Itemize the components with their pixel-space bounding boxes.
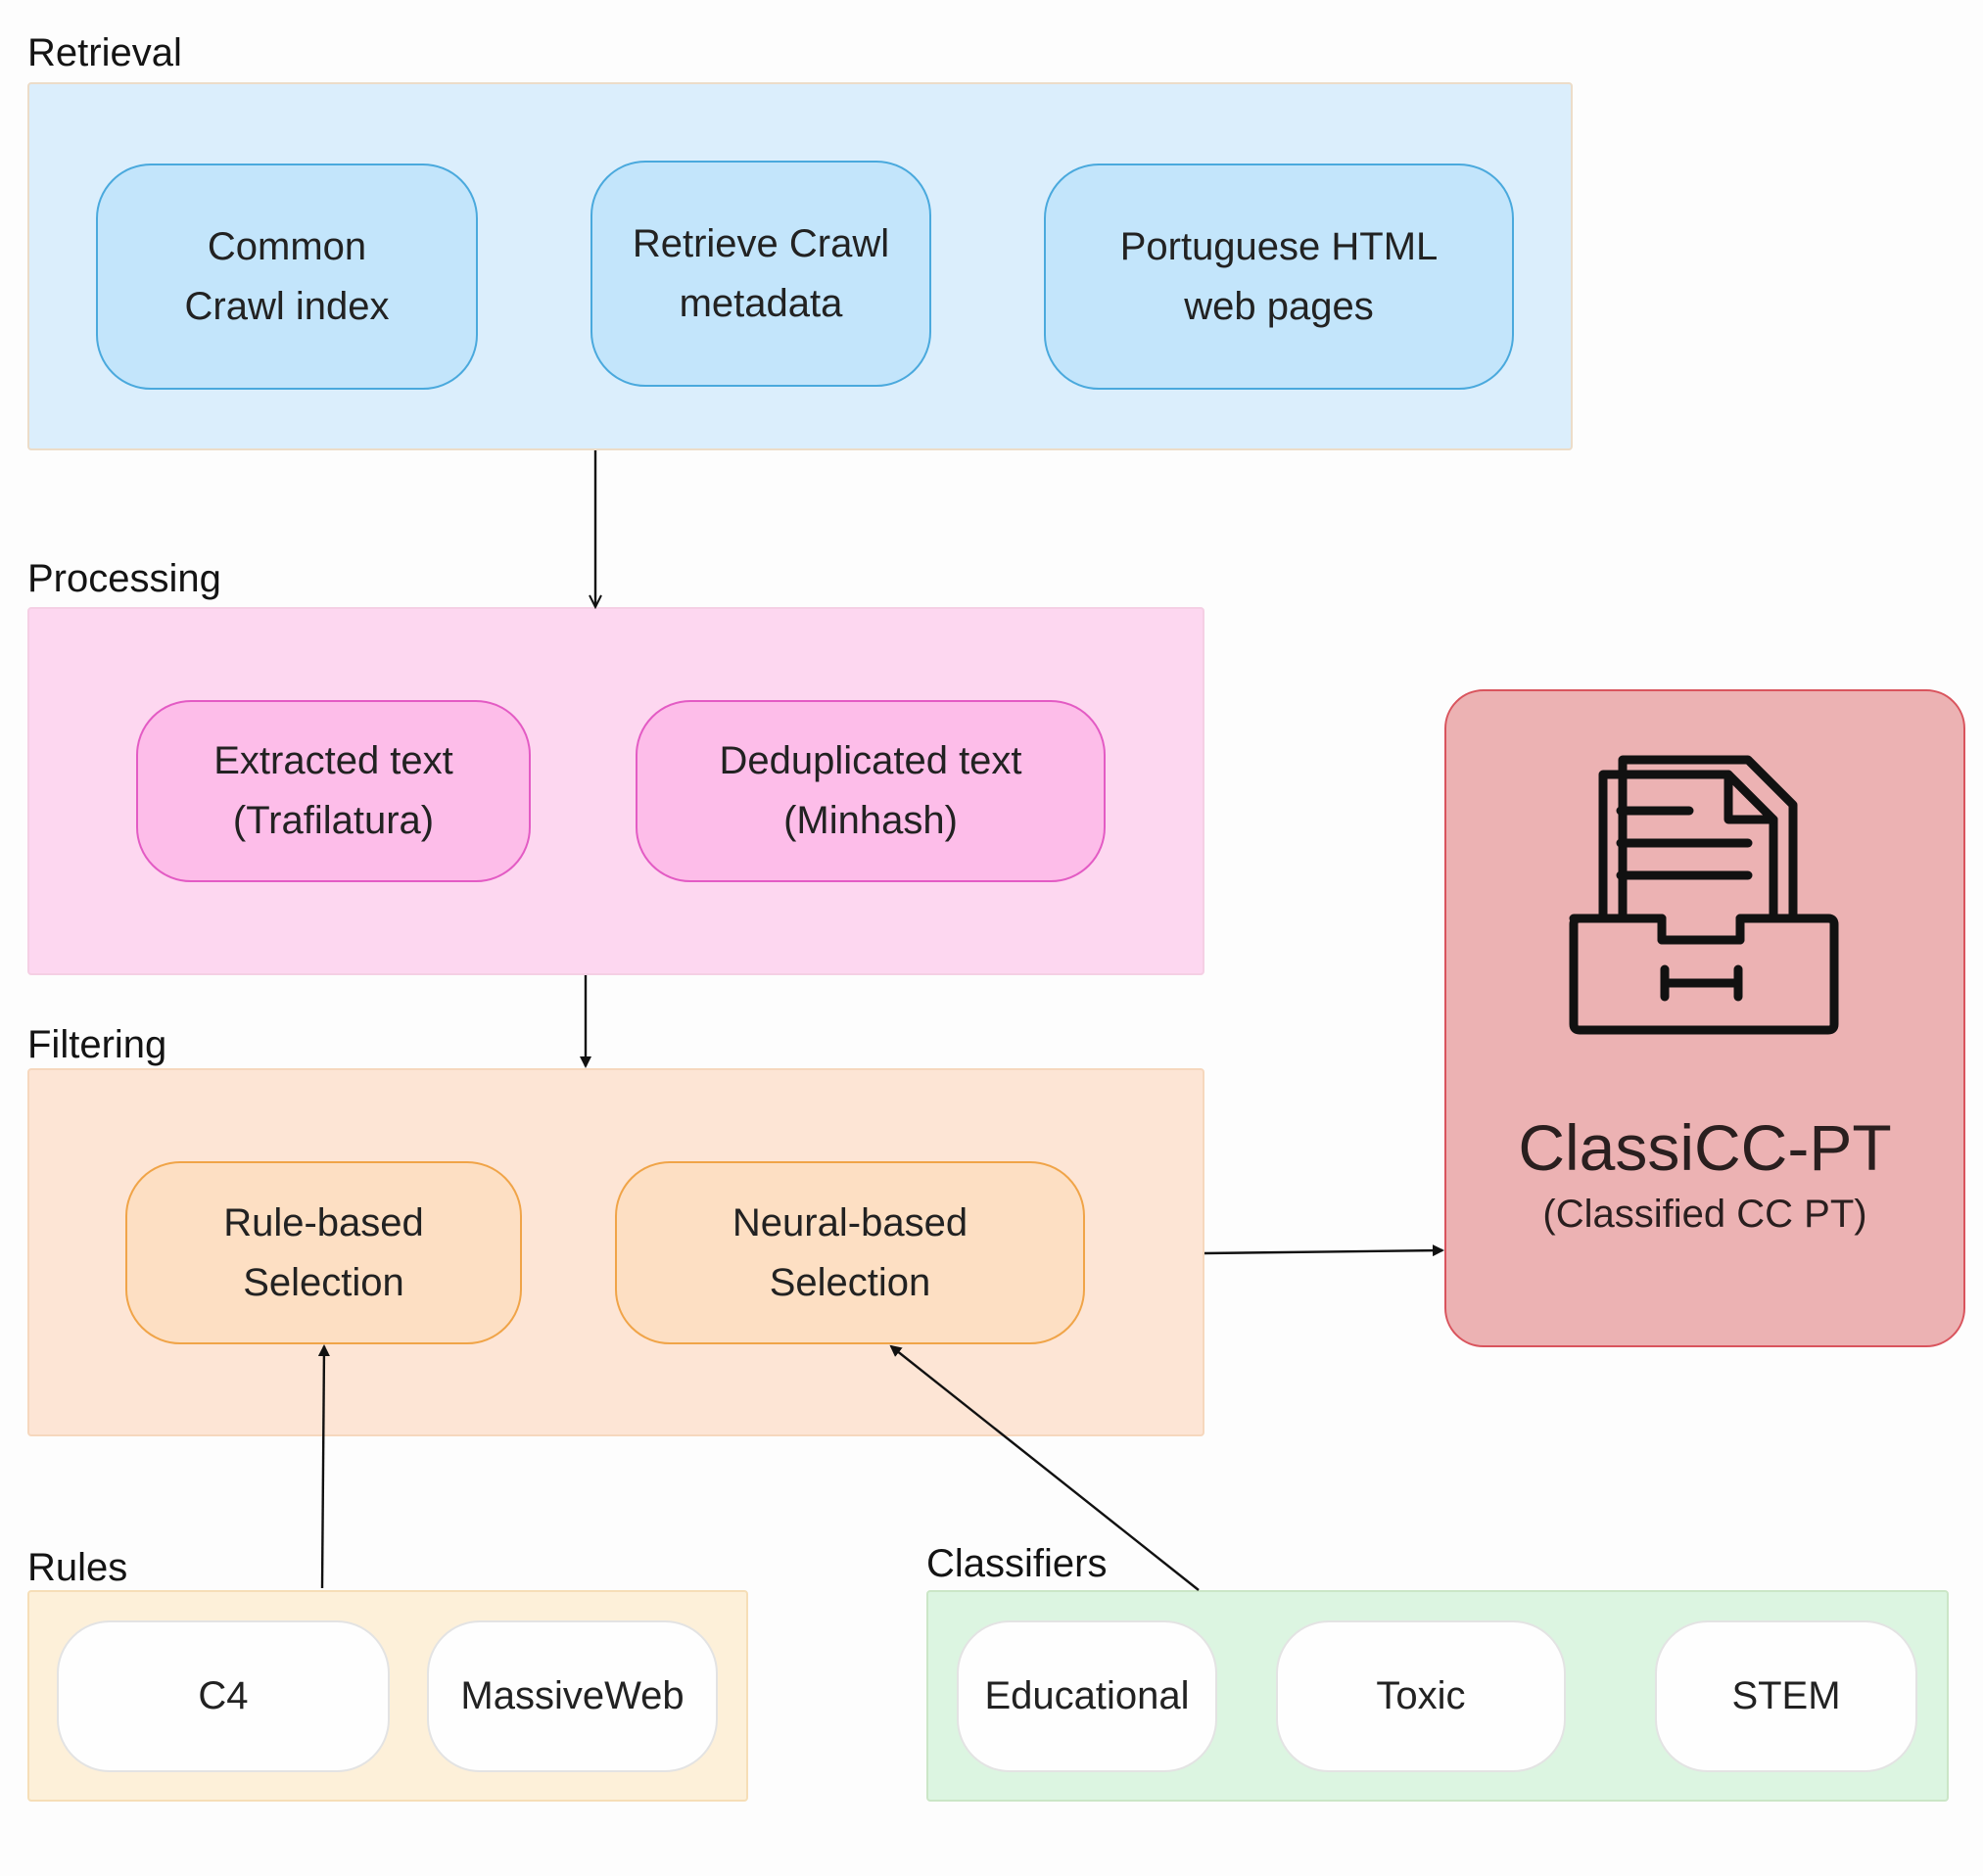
classicc-pt-output: ClassiCC-PT (Classified CC PT) <box>1444 689 1965 1347</box>
neural-based-selection-label: Neural-based Selection <box>732 1200 968 1304</box>
stem-label: STEM <box>1731 1674 1841 1717</box>
filtering-label: Filtering <box>27 1023 167 1066</box>
extracted-text-label: Extracted text (Trafilatura) <box>213 739 453 842</box>
retrieve-crawl-metadata-node: Retrieve Crawl metadata <box>590 161 931 387</box>
deduplicated-text-node: Deduplicated text (Minhash) <box>636 700 1106 882</box>
output-title: ClassiCC-PT <box>1518 1111 1892 1184</box>
portuguese-html-label: Portuguese HTML web pages <box>1119 224 1439 328</box>
retrieve-crawl-metadata-label: Retrieve Crawl metadata <box>632 221 890 325</box>
rules-label: Rules <box>27 1546 128 1589</box>
common-crawl-index-label: Common Crawl index <box>184 224 390 328</box>
output-subtitle: (Classified CC PT) <box>1542 1193 1867 1236</box>
massiveweb-node: MassiveWeb <box>427 1620 718 1772</box>
file-archive-icon <box>1569 755 1839 1035</box>
classifiers-label: Classifiers <box>926 1542 1108 1585</box>
retrieval-label: Retrieval <box>27 31 182 74</box>
stem-node: STEM <box>1655 1620 1917 1772</box>
c4-node: C4 <box>57 1620 390 1772</box>
portuguese-html-node: Portuguese HTML web pages <box>1044 164 1514 390</box>
common-crawl-index-node: Common Crawl index <box>96 164 478 390</box>
neural-based-selection-node: Neural-based Selection <box>615 1161 1085 1344</box>
massiveweb-label: MassiveWeb <box>460 1674 685 1717</box>
extracted-text-node: Extracted text (Trafilatura) <box>136 700 531 882</box>
toxic-node: Toxic <box>1276 1620 1566 1772</box>
educational-label: Educational <box>984 1674 1190 1717</box>
deduplicated-text-label: Deduplicated text (Minhash) <box>719 739 1022 842</box>
educational-node: Educational <box>957 1620 1217 1772</box>
toxic-label: Toxic <box>1376 1674 1466 1717</box>
rule-based-selection-label: Rule-based Selection <box>223 1200 424 1304</box>
arrow-filtering-to-output <box>1204 1244 1444 1257</box>
rule-based-selection-node: Rule-based Selection <box>125 1161 522 1344</box>
c4-label: C4 <box>198 1674 249 1717</box>
processing-label: Processing <box>27 557 221 600</box>
